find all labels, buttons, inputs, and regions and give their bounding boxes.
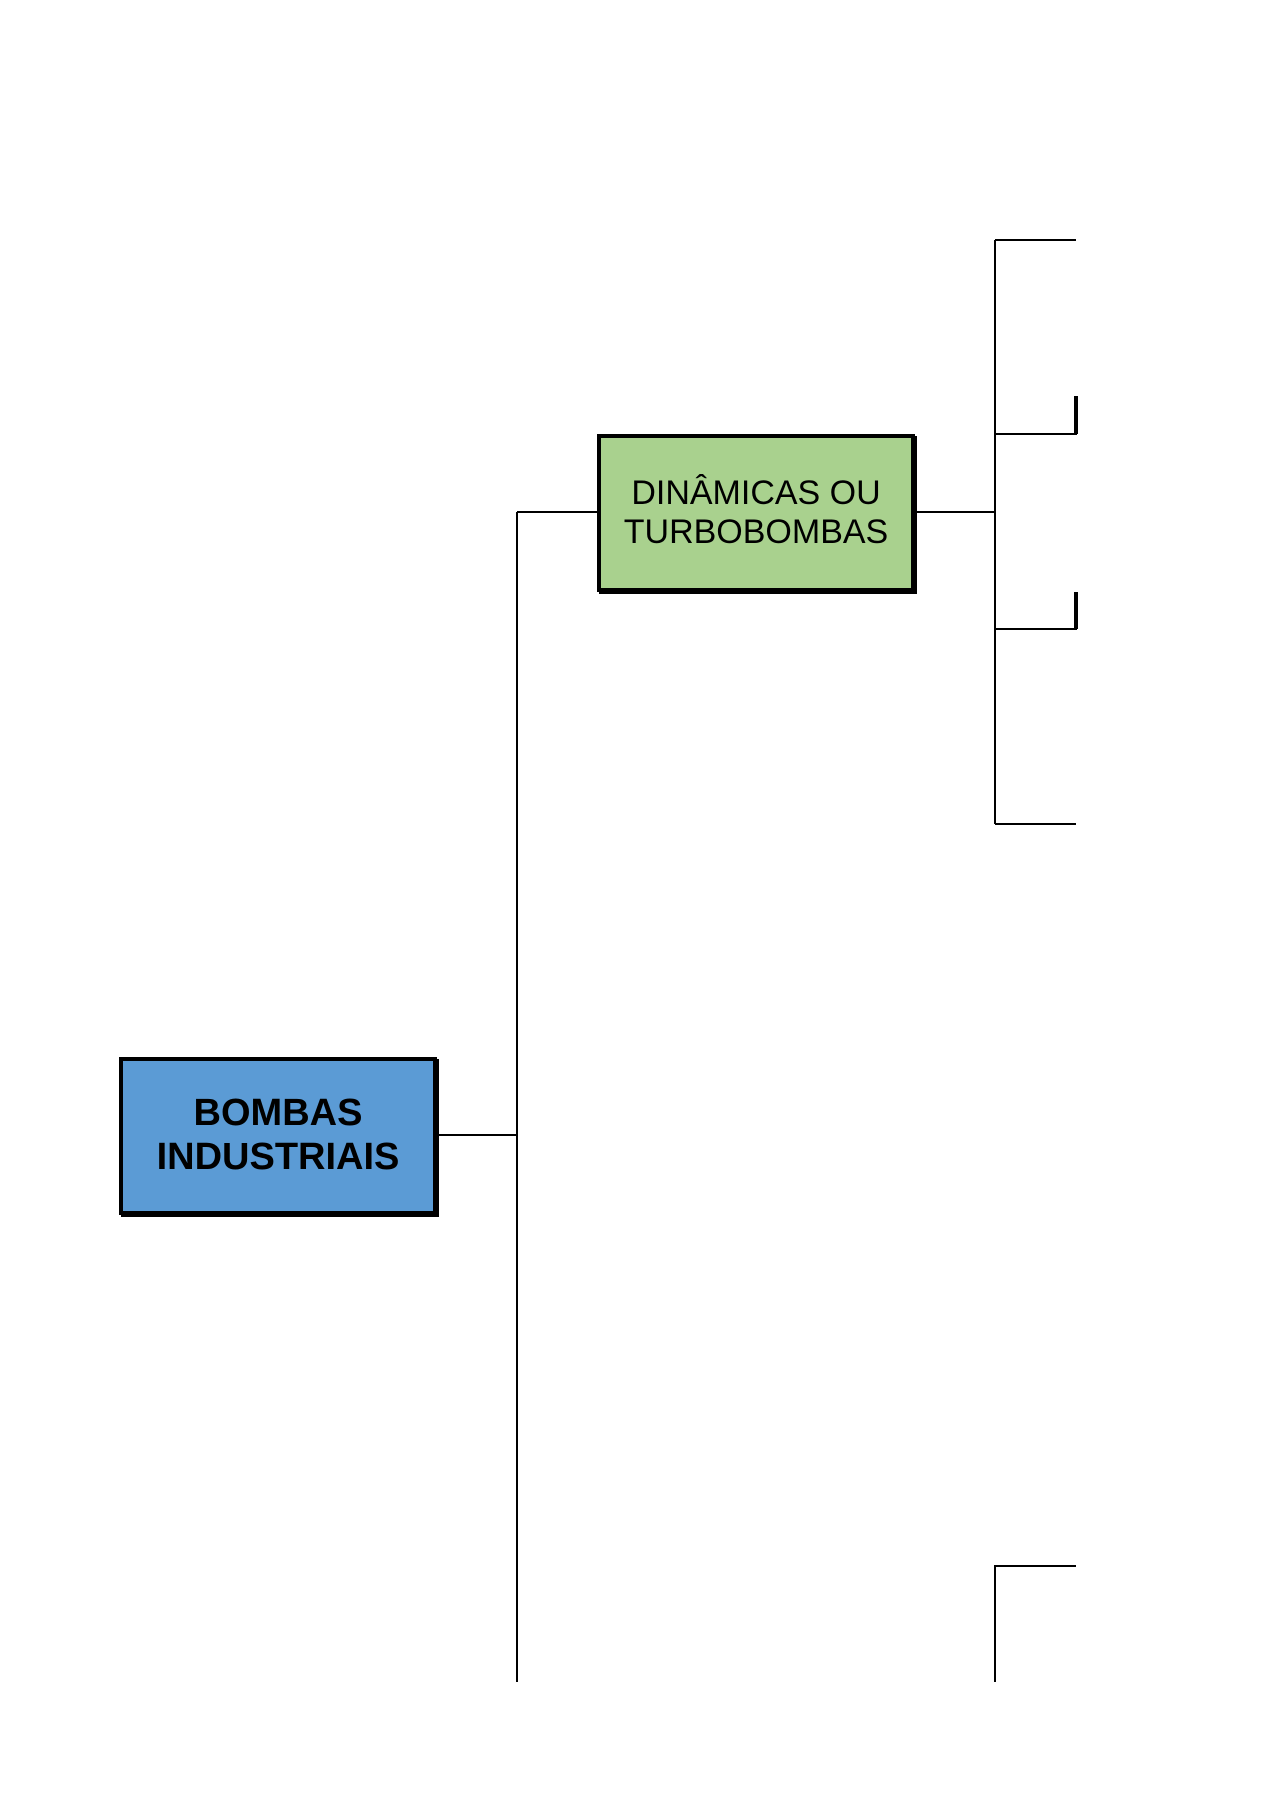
node-dinamicas-turbobombas: DINÂMICAS OU TURBOBOMBAS: [597, 434, 915, 592]
branch-stub-3: [995, 592, 1077, 630]
branch-stub-2: [995, 396, 1077, 435]
node-bombas-industriais-label: BOMBAS INDUSTRIAIS: [156, 1092, 400, 1178]
node-bombas-industriais: BOMBAS INDUSTRIAIS: [119, 1057, 437, 1215]
node-dinamicas-turbobombas-label: DINÂMICAS OU TURBOBOMBAS: [623, 473, 889, 551]
lower-branch-bracket: [994, 1565, 1076, 1682]
